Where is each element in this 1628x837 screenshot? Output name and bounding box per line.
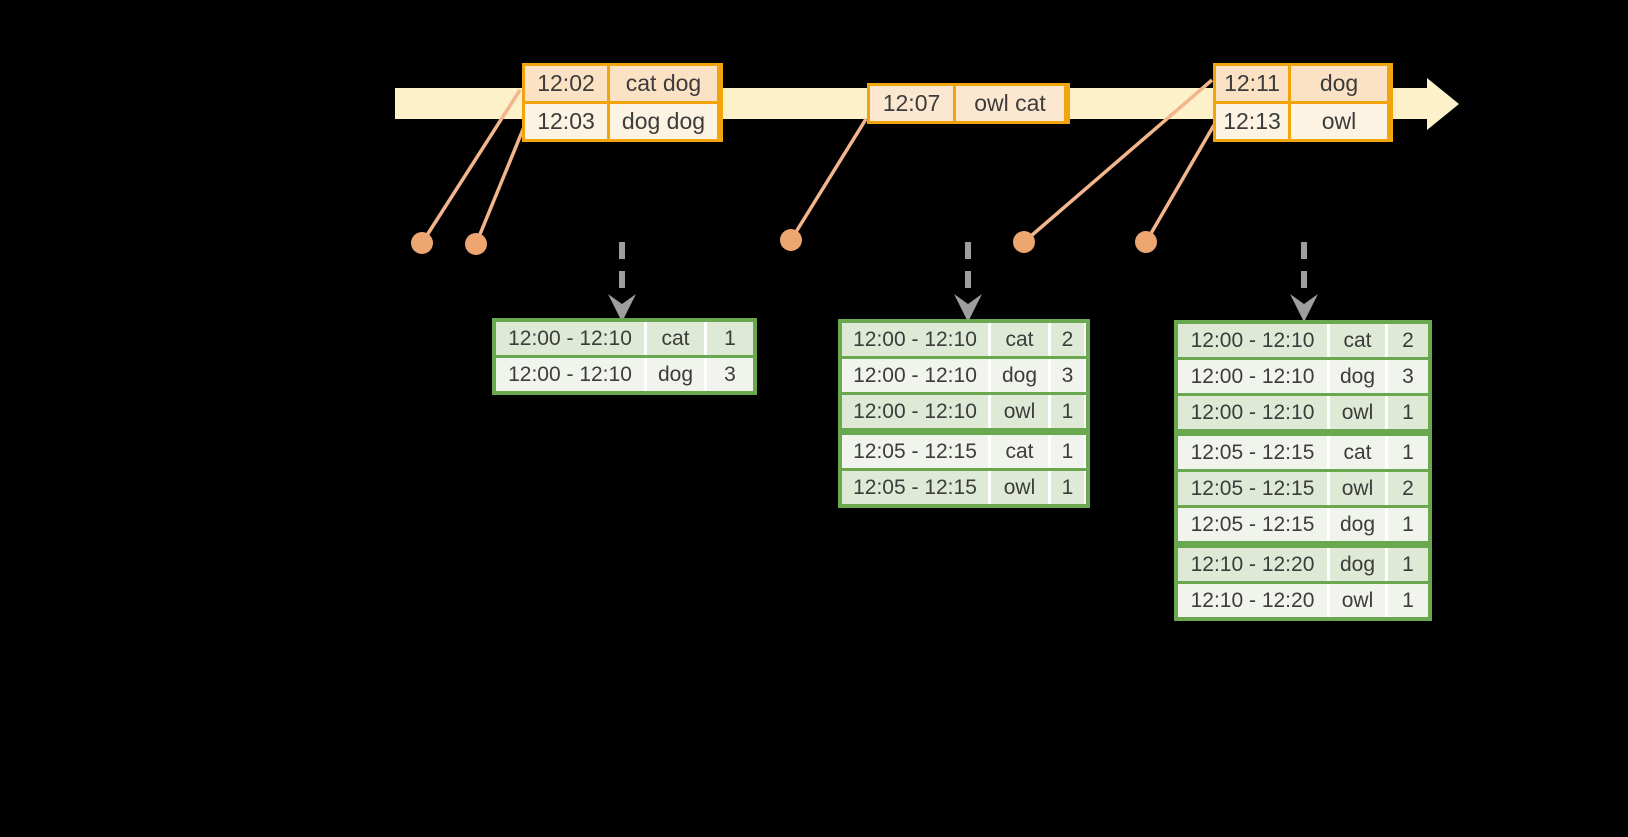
result-word-cell: dog bbox=[1330, 508, 1385, 541]
event-dot-icon bbox=[1013, 231, 1035, 253]
result-window-cell: 12:10 - 12:20 bbox=[1178, 548, 1327, 581]
result-count-cell: 1 bbox=[1388, 548, 1428, 581]
result-count-cell: 1 bbox=[1388, 584, 1428, 617]
result-window-cell: 12:00 - 12:10 bbox=[1178, 360, 1327, 393]
result-count-cell: 3 bbox=[707, 358, 753, 391]
event-time-cell: 12:07 bbox=[870, 86, 953, 121]
result-window-cell: 12:00 - 12:10 bbox=[496, 322, 644, 355]
result-window-cell: 12:00 - 12:10 bbox=[496, 358, 644, 391]
result-window-cell: 12:00 - 12:10 bbox=[842, 359, 988, 392]
connector-line bbox=[1144, 124, 1216, 243]
result-count-cell: 2 bbox=[1051, 323, 1084, 356]
result-word-cell: cat bbox=[647, 322, 704, 355]
result-word-cell: dog bbox=[1330, 548, 1385, 581]
event-words-cell: dog bbox=[1288, 66, 1387, 101]
connector-line bbox=[789, 118, 868, 241]
result-count-cell: 1 bbox=[707, 322, 753, 355]
event-time-cell: 12:02 bbox=[525, 66, 607, 101]
result-count-cell: 1 bbox=[1051, 435, 1084, 468]
result-word-cell: cat bbox=[1330, 324, 1385, 357]
result-word-cell: cat bbox=[991, 435, 1048, 468]
result-count-cell: 1 bbox=[1388, 436, 1428, 469]
event-dots bbox=[411, 229, 1157, 255]
event-dot-icon bbox=[1135, 231, 1157, 253]
result-count-cell: 1 bbox=[1051, 471, 1084, 504]
result-count-cell: 1 bbox=[1051, 395, 1084, 428]
connector-line bbox=[474, 126, 526, 245]
trigger-arrows bbox=[608, 242, 1318, 322]
result-count-cell: 3 bbox=[1388, 360, 1428, 393]
result-count-cell: 2 bbox=[1388, 472, 1428, 505]
result-word-cell: owl bbox=[1330, 472, 1385, 505]
result-window-cell: 12:00 - 12:10 bbox=[842, 323, 988, 356]
event-time-cell: 12:11 bbox=[1216, 66, 1288, 101]
trigger-arrow-icon bbox=[608, 294, 636, 322]
result-window-cell: 12:05 - 12:15 bbox=[1178, 508, 1327, 541]
result-count-cell: 2 bbox=[1388, 324, 1428, 357]
result-word-cell: dog bbox=[991, 359, 1048, 392]
result-word-cell: dog bbox=[1330, 360, 1385, 393]
trigger-arrow-icon bbox=[954, 294, 982, 322]
result-word-cell: owl bbox=[1330, 584, 1385, 617]
event-dot-icon bbox=[465, 233, 487, 255]
result-count-cell: 1 bbox=[1388, 508, 1428, 541]
result-window-cell: 12:00 - 12:10 bbox=[842, 395, 988, 428]
event-connector-lines bbox=[420, 78, 1216, 245]
result-word-cell: owl bbox=[991, 395, 1048, 428]
event-words-cell: owl bbox=[1288, 104, 1387, 139]
connector-line bbox=[1022, 78, 1214, 244]
result-window-cell: 12:00 - 12:10 bbox=[1178, 396, 1327, 429]
result-window-cell: 12:05 - 12:15 bbox=[842, 435, 988, 468]
result-word-cell: dog bbox=[647, 358, 704, 391]
event-time-cell: 12:03 bbox=[525, 104, 607, 139]
event-dot-icon bbox=[780, 229, 802, 251]
result-word-cell: owl bbox=[991, 471, 1048, 504]
connector-line bbox=[420, 89, 522, 244]
result-count-cell: 3 bbox=[1051, 359, 1084, 392]
timeline-arrowhead-icon bbox=[1427, 78, 1459, 130]
result-word-cell: owl bbox=[1330, 396, 1385, 429]
result-window-cell: 12:00 - 12:10 bbox=[1178, 324, 1327, 357]
event-words-cell: cat dog bbox=[607, 66, 717, 101]
trigger-arrow-icon bbox=[1290, 294, 1318, 322]
result-window-cell: 12:05 - 12:15 bbox=[1178, 472, 1327, 505]
event-words-cell: owl cat bbox=[953, 86, 1064, 121]
result-window-cell: 12:10 - 12:20 bbox=[1178, 584, 1327, 617]
event-words-cell: dog dog bbox=[607, 104, 717, 139]
event-time-cell: 12:13 bbox=[1216, 104, 1288, 139]
result-count-cell: 1 bbox=[1388, 396, 1428, 429]
result-window-cell: 12:05 - 12:15 bbox=[842, 471, 988, 504]
event-dot-icon bbox=[411, 232, 433, 254]
result-word-cell: cat bbox=[1330, 436, 1385, 469]
result-window-cell: 12:05 - 12:15 bbox=[1178, 436, 1327, 469]
result-word-cell: cat bbox=[991, 323, 1048, 356]
